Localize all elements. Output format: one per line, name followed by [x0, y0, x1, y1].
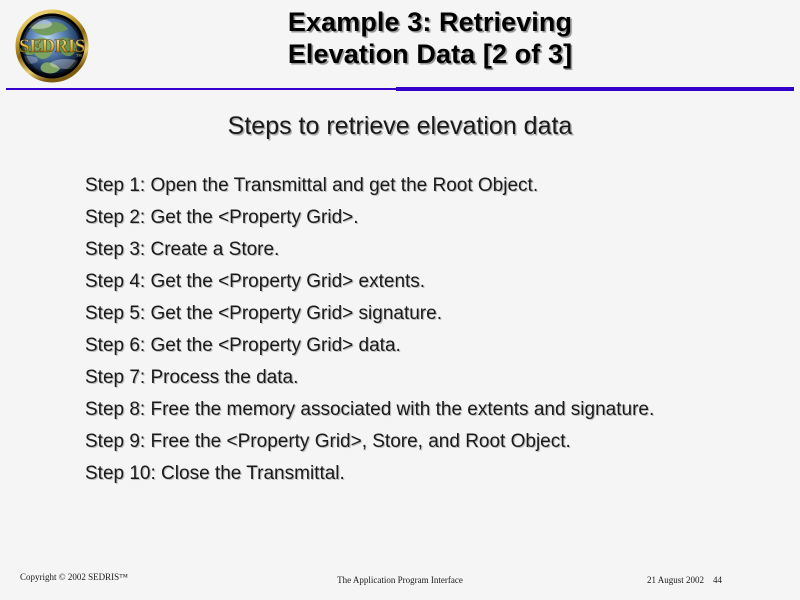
- step-item: Step 8: Free the memory associated with …: [85, 399, 655, 420]
- slide-title: Example 3: Retrieving Elevation Data [2 …: [150, 6, 710, 70]
- step-item: Step 4: Get the <Property Grid> extents.: [85, 271, 426, 292]
- step-item: Step 10: Close the Transmittal.: [85, 463, 345, 484]
- footer-copyright: Copyright © 2002 SEDRIS™: [20, 572, 128, 582]
- step-item: Step 7: Process the data.: [85, 367, 299, 388]
- step-item: Step 3: Create a Store.: [85, 239, 280, 260]
- sedris-logo: SEDRIS ™: [8, 8, 96, 84]
- footer-date: 21 August 2002: [646, 575, 704, 585]
- sedris-globe-icon: SEDRIS ™: [15, 9, 89, 83]
- title-divider-left: [6, 88, 398, 90]
- slide-title-line-2: Elevation Data [2 of 3]: [287, 39, 573, 69]
- title-divider-right: [396, 87, 794, 91]
- footer-title: The Application Program Interface: [337, 575, 463, 585]
- slide-title-line-1: Example 3: Retrieving: [287, 7, 573, 37]
- step-item: Step 5: Get the <Property Grid> signatur…: [85, 303, 442, 324]
- step-item: Step 6: Get the <Property Grid> data.: [85, 335, 401, 356]
- svg-text:™: ™: [76, 54, 82, 60]
- step-item: Step 2: Get the <Property Grid>.: [85, 207, 359, 228]
- svg-text:SEDRIS: SEDRIS: [19, 36, 85, 57]
- footer-page-number: 44: [713, 575, 722, 585]
- slide-subtitle: Steps to retrieve elevation data: [227, 112, 573, 140]
- steps-list: Step 1: Open the Transmittal and get the…: [85, 170, 785, 490]
- step-item: Step 1: Open the Transmittal and get the…: [85, 175, 539, 196]
- step-item: Step 9: Free the <Property Grid>, Store,…: [85, 431, 571, 452]
